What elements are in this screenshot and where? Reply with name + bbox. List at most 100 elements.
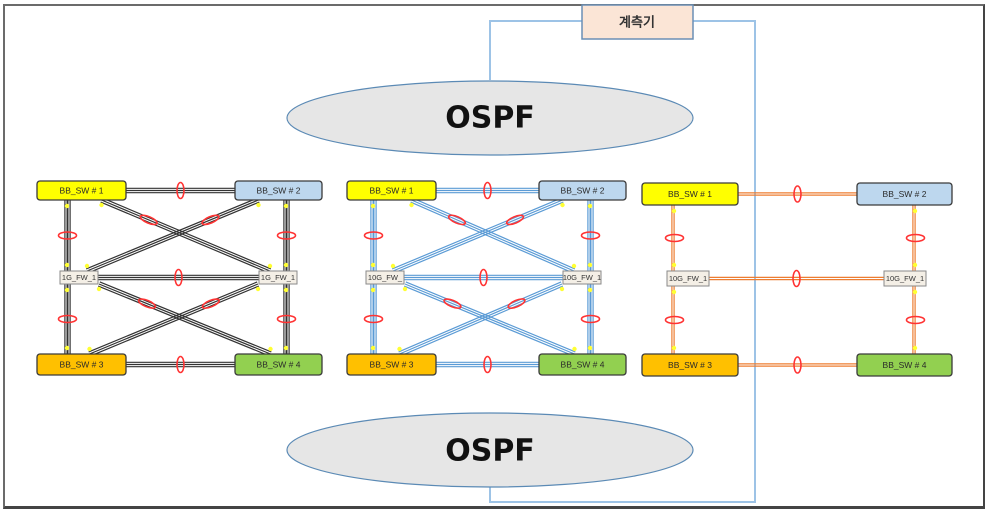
vertical-link: [912, 286, 916, 354]
lag-ring-icon: [443, 298, 462, 309]
meter-box[interactable]: 계측기: [581, 4, 694, 40]
horizontal-link: [126, 187, 235, 194]
link-strand: [411, 199, 575, 272]
lag-ring-icon: [447, 214, 467, 226]
ospf-bottom[interactable]: OSPF: [286, 412, 694, 488]
lag-ring-icon: [363, 314, 384, 324]
bb-sw-2-box: [856, 182, 953, 206]
lag-ring-icon: [793, 356, 802, 374]
link-strand: [398, 281, 562, 353]
bb-sw-2[interactable]: BB_SW # 2: [538, 180, 627, 201]
bb-sw-4[interactable]: BB_SW # 4: [538, 353, 627, 376]
lag-ring-icon: [174, 268, 183, 287]
cross-link: [410, 197, 576, 274]
bb-sw-4-box: [538, 353, 627, 376]
port-dot-icon: [256, 202, 261, 208]
switch-group-1: BB_SW # 1 BB_SW # 2 BB_SW # 3 BB_SW # 4 1G_F…: [36, 180, 323, 376]
bb-sw-2[interactable]: BB_SW # 2: [234, 180, 323, 201]
lag-ring-icon: [479, 268, 488, 287]
bb-sw-4[interactable]: BB_SW # 4: [856, 353, 953, 377]
connector-line-right: [489, 20, 756, 503]
lag-ring-icon: [201, 214, 220, 226]
firewall-left-label: 10G_FW_1: [669, 274, 707, 283]
firewall-left[interactable]: 1G_FW_1: [59, 270, 99, 285]
firewall-left[interactable]: 10G_FW_: [365, 270, 405, 285]
vertical-link: [671, 205, 675, 271]
bb-sw-3[interactable]: BB_SW # 3: [641, 353, 739, 377]
port-dot-icon: [587, 345, 593, 351]
port-dot-icon: [397, 346, 402, 352]
bb-sw-1-box: [641, 182, 739, 206]
bb-sw-2-label: BB_SW # 2: [257, 186, 301, 196]
port-dot-icon: [409, 202, 414, 208]
firewall-right[interactable]: 10G_FW_1: [562, 270, 602, 285]
link-strand: [412, 197, 576, 270]
port-dot-icon: [390, 263, 396, 269]
ospf-top[interactable]: OSPF: [286, 80, 694, 156]
lag-ring-icon: [905, 233, 926, 243]
lag-ring-icon: [57, 231, 78, 240]
port-dot-icon: [84, 263, 90, 269]
bb-sw-3[interactable]: BB_SW # 3: [36, 353, 127, 376]
horizontal-link: [738, 192, 857, 196]
port-dot-icon: [283, 203, 289, 209]
cross-link: [85, 197, 260, 274]
bb-sw-1[interactable]: BB_SW # 1: [641, 182, 739, 206]
lag-ring-icon: [792, 269, 801, 288]
port-dot-icon: [255, 286, 261, 292]
firewall-left-label: 10G_FW_: [368, 273, 403, 282]
switch-group-2: BB_SW # 1 BB_SW # 2 BB_SW # 3 BB_SW # 4 10G_…: [346, 180, 627, 376]
bb-sw-4-box: [856, 353, 953, 377]
port-dot-icon: [268, 346, 273, 352]
lag-ring-icon: [580, 231, 601, 240]
port-dot-icon: [64, 287, 70, 293]
lag-ring-icon: [580, 314, 601, 324]
port-dot-icon: [64, 345, 70, 351]
firewall-left-box: [666, 270, 710, 287]
lag-ring-icon: [363, 231, 384, 240]
vertical-link: [370, 200, 374, 271]
meter-label: 계측기: [619, 15, 655, 31]
lag-ring-icon: [507, 298, 526, 310]
vertical-link: [912, 205, 916, 271]
port-dot-icon: [572, 346, 577, 352]
port-dot-icon: [671, 262, 677, 268]
bb-sw-4-label: BB_SW # 4: [561, 360, 605, 370]
link-strand: [400, 285, 564, 357]
cross-link: [100, 197, 272, 274]
port-dot-icon: [587, 262, 593, 268]
port-dot-icon: [283, 262, 289, 268]
firewall-left[interactable]: 10G_FW_1: [666, 270, 710, 287]
bb-sw-1[interactable]: BB_SW # 1: [346, 180, 437, 201]
vertical-link: [67, 200, 71, 271]
port-dot-icon: [587, 287, 593, 293]
ospf-top-ellipse: [286, 80, 694, 156]
bb-sw-1[interactable]: BB_SW # 1: [36, 180, 127, 201]
port-dot-icon: [370, 203, 376, 209]
lag-ring-icon: [57, 314, 78, 324]
meter-box-rect: [581, 4, 694, 40]
firewall-right-box: [883, 270, 927, 287]
cross-link: [403, 281, 576, 357]
lag-ring-icon: [276, 314, 297, 324]
ospf-bottom-label: OSPF: [445, 434, 535, 469]
link-strand: [101, 199, 271, 272]
firewall-right[interactable]: 1G_FW_1: [258, 270, 298, 285]
port-dot-icon: [370, 262, 376, 268]
bb-sw-3[interactable]: BB_SW # 3: [346, 353, 437, 376]
port-dot-icon: [283, 345, 289, 351]
horizontal-link: [738, 363, 857, 367]
lag-ring-icon: [176, 181, 185, 200]
firewall-right[interactable]: 10G_FW_1: [883, 270, 927, 287]
firewall-right-label: 10G_FW_1: [563, 273, 601, 282]
bb-sw-2[interactable]: BB_SW # 2: [856, 182, 953, 206]
bb-sw-4[interactable]: BB_SW # 4: [234, 353, 323, 376]
bb-sw-2-label: BB_SW # 2: [561, 186, 605, 196]
port-dot-icon: [912, 208, 918, 214]
lag-ring-icon: [483, 181, 492, 200]
port-dot-icon: [370, 287, 376, 293]
bb-sw-2-box: [234, 180, 323, 201]
bb-sw-2-label: BB_SW # 2: [883, 189, 927, 199]
port-dot-icon: [560, 202, 565, 208]
lag-ring-icon: [664, 315, 685, 325]
